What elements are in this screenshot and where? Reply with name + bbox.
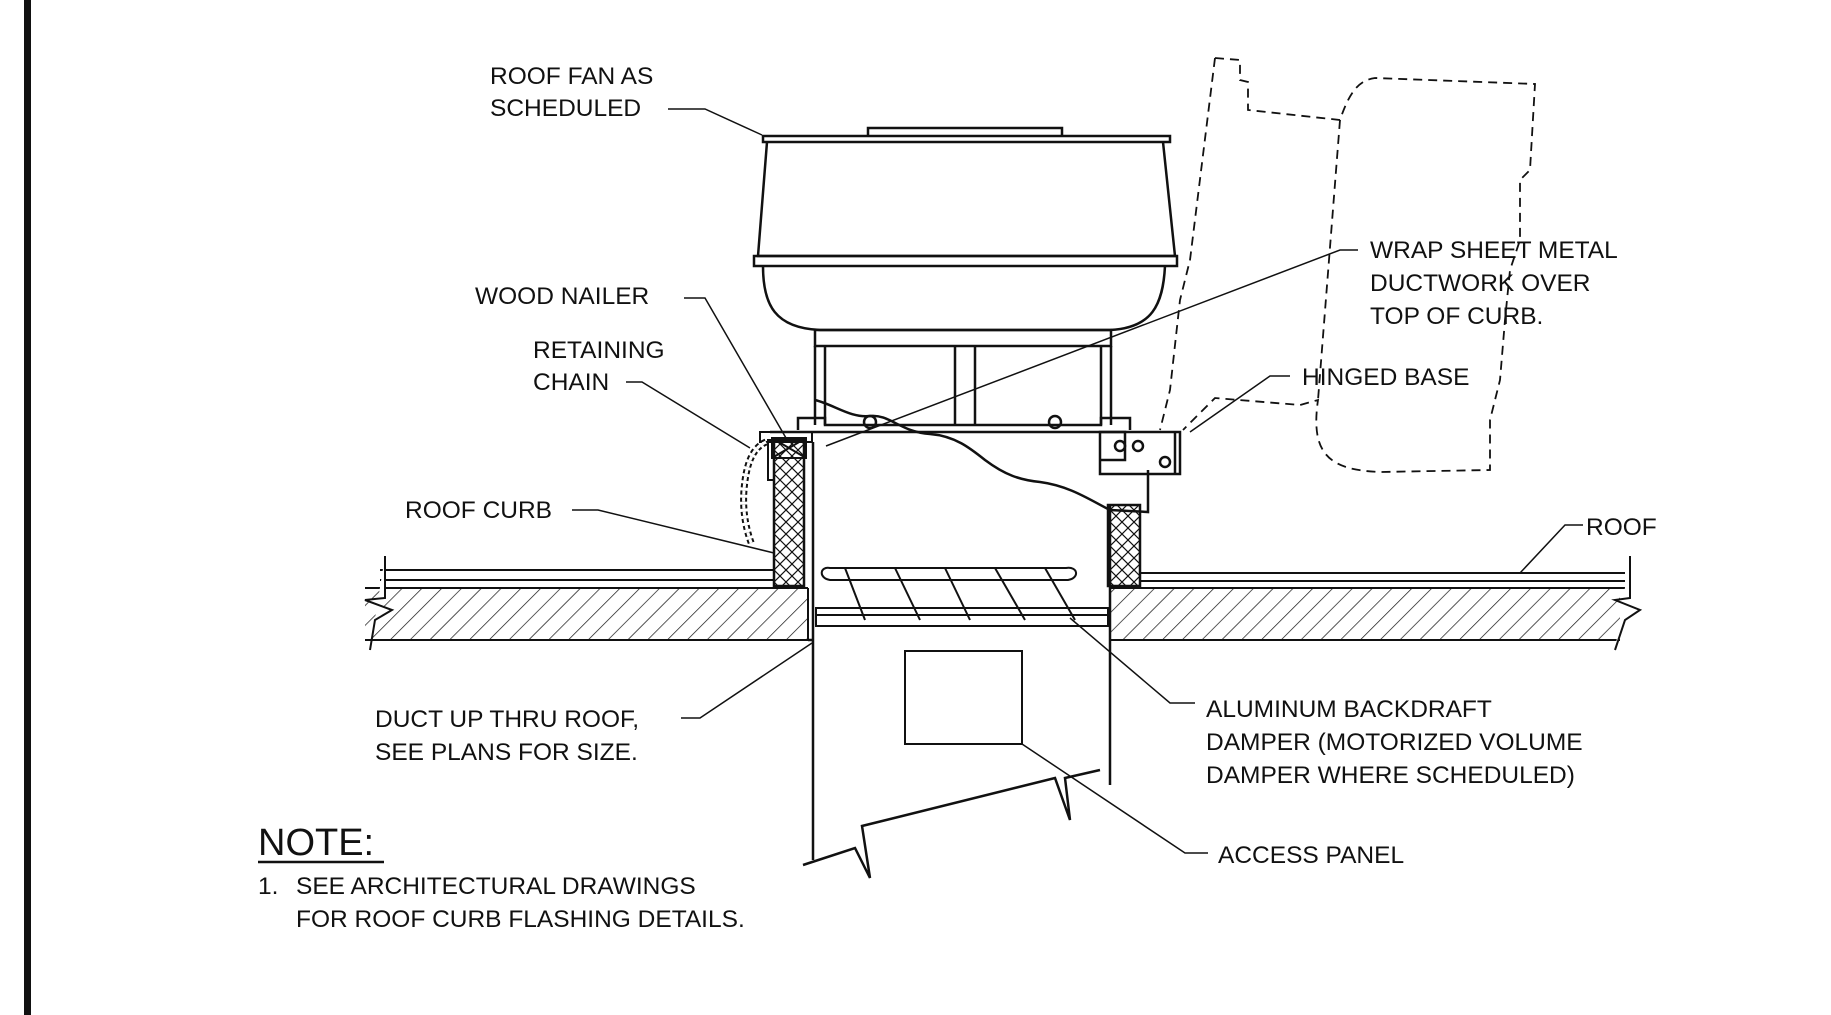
label-access-panel: ACCESS PANEL [1218, 842, 1404, 869]
roof-break-right [1611, 556, 1643, 651]
label-wrap-line1: WRAP SHEET METAL [1370, 237, 1617, 264]
hinged-base [1098, 430, 1182, 476]
label-damper-line3: DAMPER WHERE SCHEDULED) [1206, 762, 1575, 789]
label-wrap-sheet-metal: WRAP SHEET METAL DUCTWORK OVER TOP OF CU… [1370, 237, 1624, 330]
note-item-line1: SEE ARCHITECTURAL DRAWINGS [296, 873, 696, 900]
sheet-border [24, 0, 31, 1015]
fan-open-position [1159, 57, 1536, 473]
roof-curb [759, 431, 1142, 588]
leader-roof-fan [668, 108, 763, 136]
label-duct-line1: DUCT UP THRU ROOF, [375, 706, 639, 733]
leader-hinged-base [1189, 375, 1290, 433]
note-item-line2: FOR ROOF CURB FLASHING DETAILS. [296, 906, 745, 933]
label-damper-line2: DAMPER (MOTORIZED VOLUME [1206, 729, 1583, 756]
wood-nailer [771, 437, 807, 459]
label-wood-nailer: WOOD NAILER [475, 283, 649, 310]
label-roof-fan-line2: SCHEDULED [490, 95, 641, 122]
duct [802, 442, 1112, 879]
leader-roof [1519, 524, 1583, 574]
note-item-text: SEE ARCHITECTURAL DRAWINGS FOR ROOF CURB… [296, 873, 745, 933]
access-panel [904, 650, 1023, 745]
label-retaining-chain-line1: RETAINING [533, 337, 665, 364]
label-damper-line1: ALUMINUM BACKDRAFT [1206, 696, 1492, 723]
backdraft-damper [815, 566, 1109, 627]
label-roof-fan: ROOF FAN AS SCHEDULED [490, 63, 660, 122]
leader-lines [572, 108, 1583, 854]
wrap-sheet-metal [814, 398, 1150, 514]
roof-break-left [364, 556, 395, 651]
label-roof-fan-line1: ROOF FAN AS [490, 63, 653, 90]
label-hinged-base: HINGED BASE [1302, 364, 1469, 391]
leader-duct-up [681, 642, 813, 719]
retaining-chain [740, 438, 775, 547]
leader-roof-curb [572, 509, 775, 554]
label-duct-line2: SEE PLANS FOR SIZE. [375, 739, 638, 766]
label-roof: ROOF [1586, 514, 1657, 541]
leader-wrap-sheet-metal [825, 249, 1358, 447]
note-item-number: 1. [258, 873, 278, 900]
note-title: NOTE: [258, 822, 374, 864]
leader-access-panel [1021, 743, 1208, 854]
leader-wood-nailer [684, 297, 787, 439]
leader-aluminum-damper [1069, 617, 1195, 704]
label-wrap-line2: DUCTWORK OVER [1370, 270, 1591, 297]
roof-deck [364, 556, 1643, 651]
leader-retaining-chain [626, 381, 751, 449]
label-retaining-chain: RETAINING CHAIN [533, 337, 671, 396]
label-retaining-chain-line2: CHAIN [533, 369, 609, 396]
roof-fan [752, 126, 1179, 462]
label-wrap-line3: TOP OF CURB. [1370, 303, 1543, 330]
label-roof-curb: ROOF CURB [405, 497, 552, 524]
label-duct-up: DUCT UP THRU ROOF, SEE PLANS FOR SIZE. [375, 706, 646, 766]
label-aluminum-damper: ALUMINUM BACKDRAFT DAMPER (MOTORIZED VOL… [1206, 696, 1589, 789]
